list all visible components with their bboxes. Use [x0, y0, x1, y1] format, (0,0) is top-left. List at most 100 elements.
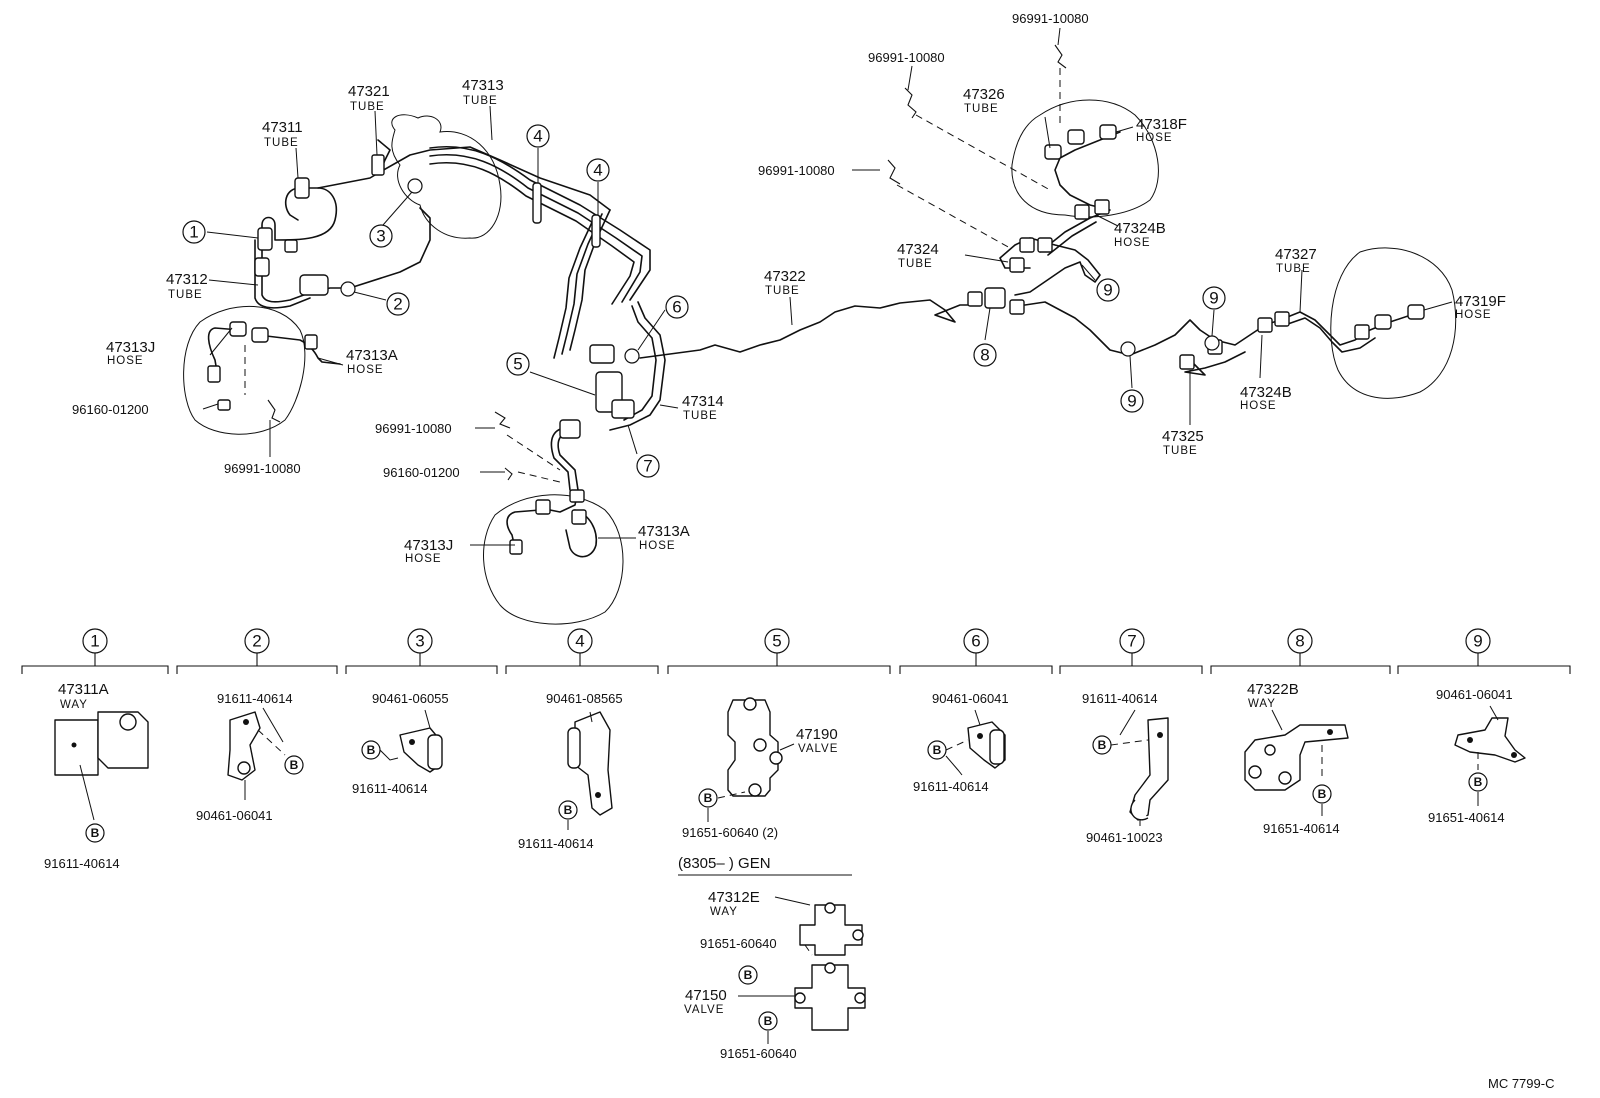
svg-text:3: 3: [415, 632, 424, 651]
label-47312-num: 47312: [166, 271, 208, 288]
label-47319f-type: HOSE: [1455, 309, 1492, 321]
svg-text:90461-06041: 90461-06041: [932, 691, 1009, 706]
svg-text:91611-40614: 91611-40614: [913, 779, 989, 794]
label-47321-num: 47321: [348, 83, 390, 100]
callout-9c: 9: [1120, 389, 1144, 413]
svg-text:91611-40614: 91611-40614: [518, 836, 594, 851]
label-47322-type: TUBE: [765, 285, 800, 297]
label-47313-num: 47313: [462, 77, 504, 94]
svg-text:VALVE: VALVE: [684, 1004, 724, 1016]
svg-text:90461-06041: 90461-06041: [196, 808, 273, 823]
svg-text:90461-06055: 90461-06055: [372, 691, 449, 706]
svg-text:9: 9: [1103, 281, 1112, 300]
svg-text:B: B: [564, 803, 573, 817]
label-47313a-right-type: HOSE: [639, 540, 676, 552]
svg-text:1: 1: [90, 632, 99, 651]
svg-text:91611-40614: 91611-40614: [352, 781, 428, 796]
brake-tubes: [207, 131, 1421, 558]
svg-text:B: B: [764, 1014, 773, 1028]
svg-text:7: 7: [1127, 632, 1136, 651]
svg-text:91651-60640 (2): 91651-60640 (2): [682, 825, 778, 840]
svg-text:91611-40614: 91611-40614: [217, 691, 293, 706]
svg-text:B: B: [933, 743, 942, 757]
label-47327-type: TUBE: [1276, 263, 1311, 275]
detail-3: 90461-06055 B 91611-40614: [352, 691, 449, 796]
svg-text:7: 7: [643, 457, 652, 476]
svg-text:90461-08565: 90461-08565: [546, 691, 623, 706]
callout-1: 1: [182, 220, 206, 244]
svg-text:4: 4: [575, 632, 584, 651]
detail-1: 47311A WAY B 91611-40614: [44, 681, 149, 871]
detail-9-number: 9: [1465, 628, 1491, 654]
svg-text:WAY: WAY: [1248, 698, 1276, 710]
code-96991-top: 96991-10080: [868, 50, 945, 65]
detail-2: 91611-40614 B 90461-06041: [196, 691, 304, 823]
svg-text:B: B: [704, 791, 713, 805]
svg-text:47311A: 47311A: [58, 681, 109, 698]
detail-5: 47190 VALVE B 91651-60640 (2): [682, 697, 838, 840]
detail-brackets: [21, 653, 1571, 674]
svg-text:47312E: 47312E: [708, 889, 760, 906]
label-47314-type: TUBE: [683, 410, 718, 422]
svg-text:47150: 47150: [685, 987, 727, 1004]
label-47324-type: TUBE: [898, 258, 933, 270]
svg-text:4: 4: [593, 161, 602, 180]
label-47318f-type: HOSE: [1136, 132, 1173, 144]
svg-text:5: 5: [513, 355, 522, 374]
label-47319f-num: 47319F: [1455, 293, 1506, 310]
code-96991-left: 96991-10080: [224, 461, 301, 476]
callout-4a: 4: [526, 124, 550, 148]
diagram-callouts: 1 2 3 4 4 5 6 7 8 9 9 9: [182, 124, 1226, 478]
label-47313j-left-num: 47313J: [106, 339, 155, 356]
callout-7: 7: [636, 454, 660, 478]
callout-9a: 9: [1096, 278, 1120, 302]
label-47324b-top-type: HOSE: [1114, 237, 1151, 249]
svg-text:47322B: 47322B: [1247, 681, 1299, 698]
svg-text:5: 5: [772, 632, 781, 651]
label-47321-type: TUBE: [350, 101, 385, 113]
label-47326-num: 47326: [963, 86, 1005, 103]
detail-8: 47322B WAY B 91651-40614: [1244, 681, 1349, 836]
detail-5-number: 5: [764, 628, 790, 654]
label-47324b-bottom-num: 47324B: [1240, 384, 1292, 401]
detail-1-number: 1: [82, 628, 108, 654]
svg-text:B: B: [1098, 738, 1107, 752]
label-47311-num: 47311: [262, 119, 303, 136]
detail-6-number: 6: [963, 628, 989, 654]
svg-text:91651-40614: 91651-40614: [1263, 821, 1340, 836]
detail-7-number: 7: [1119, 628, 1145, 654]
label-47327-num: 47327: [1275, 246, 1317, 263]
svg-text:VALVE: VALVE: [798, 743, 838, 755]
detail-7: 91611-40614 B 90461-10023: [1082, 691, 1169, 845]
svg-text:B: B: [1318, 787, 1327, 801]
svg-text:4: 4: [533, 127, 542, 146]
svg-text:2: 2: [393, 295, 402, 314]
svg-text:B: B: [91, 826, 100, 840]
label-47325-num: 47325: [1162, 428, 1204, 445]
label-47322-num: 47322: [764, 268, 806, 285]
gen-variant: (8305– ) GEN 47312E WAY 91651-60640 B 47…: [678, 855, 866, 1061]
svg-text:B: B: [744, 968, 753, 982]
svg-text:B: B: [290, 758, 299, 772]
label-47313j-left-type: HOSE: [107, 355, 144, 367]
part-labels: 47311 TUBE 47321 TUBE 47313 TUBE 47312 T…: [106, 77, 1506, 565]
detail-8-number: 8: [1287, 628, 1313, 654]
svg-text:2: 2: [252, 632, 261, 651]
label-47313a-left-type: HOSE: [347, 364, 384, 376]
svg-text:B: B: [1474, 775, 1483, 789]
svg-text:WAY: WAY: [710, 906, 738, 918]
code-96991-center: 96991-10080: [758, 163, 835, 178]
callout-5: 5: [506, 352, 530, 376]
svg-text:91611-40614: 91611-40614: [1082, 691, 1158, 706]
label-47311-type: TUBE: [264, 137, 299, 149]
callout-9b: 9: [1202, 286, 1226, 310]
gen-heading: (8305– ) GEN: [678, 855, 771, 872]
fittings: [207, 44, 1425, 555]
svg-text:9: 9: [1209, 289, 1218, 308]
label-47318f-num: 47318F: [1136, 116, 1187, 133]
callout-2: 2: [386, 292, 410, 316]
callout-6: 6: [665, 295, 689, 319]
figure-code: MC 7799-C: [1488, 1076, 1554, 1091]
svg-text:91651-60640: 91651-60640: [720, 1046, 797, 1061]
